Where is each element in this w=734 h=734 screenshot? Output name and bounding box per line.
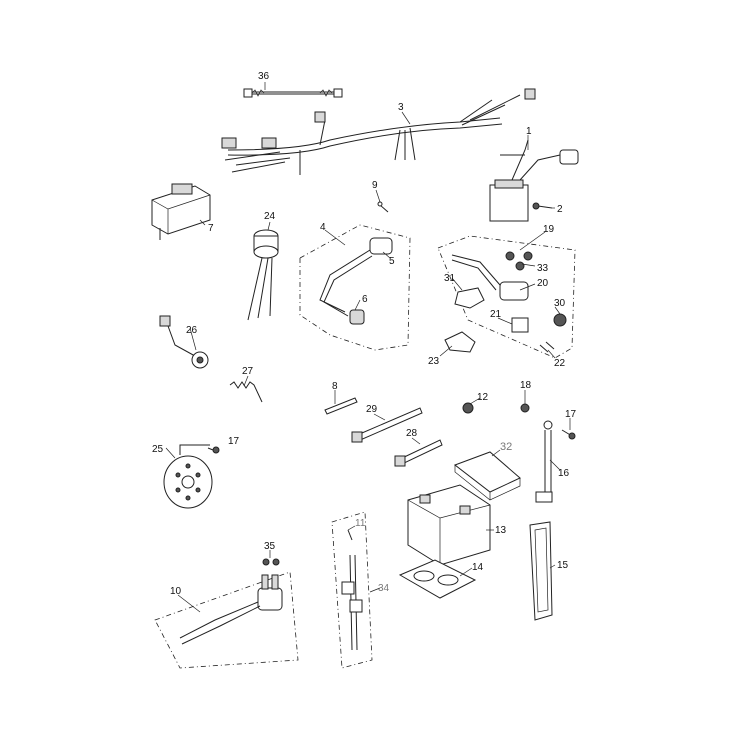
callout-8: 8 — [332, 381, 338, 392]
callout-15: 15 — [557, 560, 569, 571]
part-14-battery-pad — [398, 559, 477, 599]
part-10-starter-relay-group — [154, 571, 299, 669]
callout-10: 10 — [170, 586, 182, 597]
leader-lines — [165, 82, 571, 613]
callout-30: 30 — [554, 298, 566, 309]
part-16-battery-cable — [535, 420, 553, 503]
part-34-fuse-harness — [331, 511, 373, 669]
callout-23: 23 — [428, 356, 440, 367]
callout-1: 1 — [526, 126, 532, 137]
callout-31: 31 — [444, 273, 456, 284]
callout-36: 36 — [258, 71, 270, 82]
callout-25: 25 — [152, 444, 164, 455]
callout-9: 9 — [372, 180, 378, 191]
callout-18: 18 — [520, 380, 532, 391]
part-18-washer — [520, 403, 530, 413]
callout-16: 16 — [558, 468, 570, 479]
part-19-switch-group — [437, 235, 576, 359]
part-17-bolt-left — [207, 446, 220, 454]
part-28-cable-tie — [394, 439, 443, 467]
callout-4: 4 — [320, 222, 326, 233]
part-35-nuts — [262, 558, 280, 566]
callout-21: 21 — [490, 309, 502, 320]
callout-35: 35 — [264, 541, 276, 552]
part-27-spring — [229, 381, 263, 403]
callout-27: 27 — [242, 366, 254, 377]
part-25-horn — [163, 444, 213, 509]
part-17-bolt-right — [561, 429, 576, 440]
callout-12: 12 — [477, 392, 489, 403]
callout-7: 7 — [208, 223, 214, 234]
part-22-screws — [539, 341, 555, 353]
callout-3: 3 — [398, 102, 404, 113]
part-23-bracket — [444, 331, 476, 353]
part-4-ht-lead-group — [299, 224, 411, 351]
part-8-cable-tie — [324, 397, 358, 415]
part-13-battery — [407, 484, 491, 566]
part-32-battery-cover — [453, 451, 521, 501]
part-29-cable-tie — [351, 407, 423, 443]
part-7-relay-box — [151, 183, 211, 240]
callout-17b: 17 — [228, 436, 240, 447]
callout-22: 22 — [554, 358, 566, 369]
part-9-screw — [377, 201, 389, 213]
callout-28: 28 — [406, 428, 418, 439]
callout-14: 14 — [472, 562, 484, 573]
callout-29: 29 — [366, 404, 378, 415]
callout-labels: 36 3 1 2 7 9 24 4 5 19 33 31 20 6 30 21 … — [152, 71, 577, 597]
part-24-ignition-coil — [247, 229, 279, 321]
part-1-regulator — [489, 139, 579, 222]
part-15-battery-strap — [529, 521, 553, 621]
callout-20: 20 — [537, 278, 549, 289]
callout-2: 2 — [557, 204, 563, 215]
callout-5: 5 — [389, 256, 395, 267]
callout-33: 33 — [537, 263, 549, 274]
callout-26: 26 — [186, 325, 198, 336]
callout-24: 24 — [264, 211, 276, 222]
part-12-nut — [462, 402, 474, 414]
part-3-main-harness — [221, 88, 536, 175]
callout-11: 11 — [355, 518, 366, 529]
part-2-bolt — [532, 202, 553, 210]
callout-34: 34 — [378, 583, 390, 594]
callout-32: 32 — [500, 441, 512, 453]
callout-6: 6 — [362, 294, 368, 305]
callout-13: 13 — [495, 525, 507, 536]
part-36-jumper-harness — [243, 88, 343, 98]
callout-17a: 17 — [565, 409, 577, 420]
part-26-sensor — [159, 315, 209, 369]
callout-19: 19 — [543, 224, 555, 235]
